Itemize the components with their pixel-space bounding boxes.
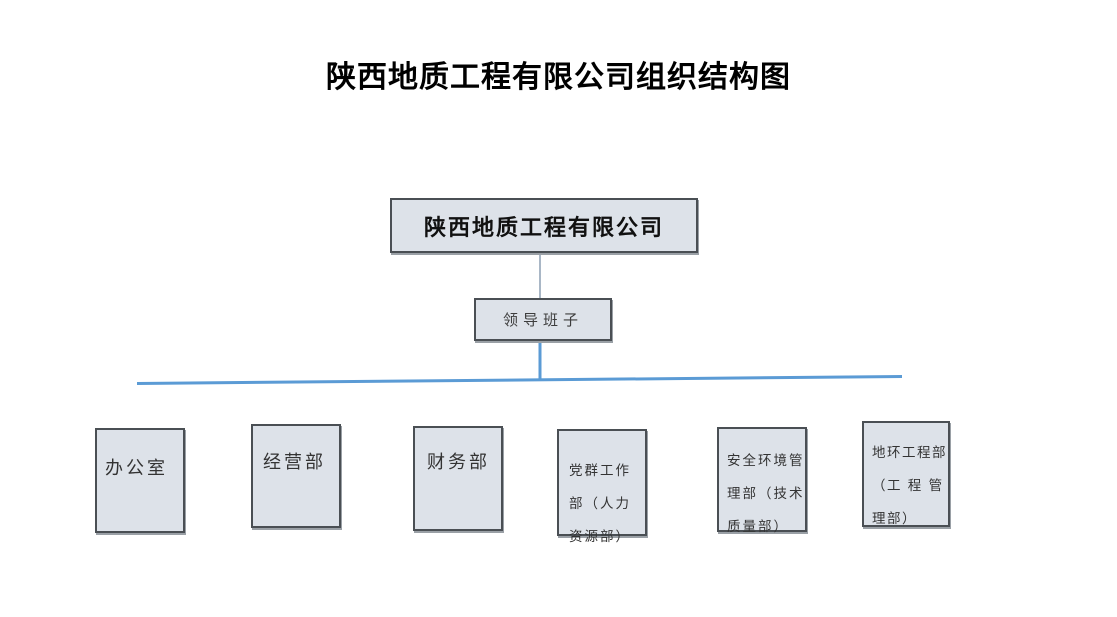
bus-line (136, 375, 903, 385)
dept-label-line: 理部（技术 (727, 486, 805, 502)
dept-label-line: 经营部 (263, 452, 326, 473)
dept-label-line: （工 程 管 (872, 478, 944, 494)
dept-node-office: 办公室 (95, 428, 185, 533)
dept-label-line: 安全环境管 (727, 453, 805, 469)
dept-label-line: 资源部） (569, 529, 631, 545)
dept-label-line: 质量部） (727, 519, 789, 535)
root-node-company: 陕西地质工程有限公司 (390, 198, 698, 253)
dept-node-operations: 经营部 (251, 424, 341, 528)
root-node-label: 陕西地质工程有限公司 (423, 214, 664, 241)
dept-node-finance: 财务部 (413, 426, 503, 531)
dept-label-line: 党群工作 (569, 463, 631, 479)
dept-node-party-hr: 党群工作 部（人力 资源部） (557, 429, 647, 545)
dept-label-line: 办公室 (105, 458, 168, 479)
dept-node-geo-engineering: 地环工程部 （工 程 管 理部） (862, 421, 950, 527)
diagram-title: 陕西地质工程有限公司组织结构图 (326, 60, 791, 95)
leadership-node-label: 领导班子 (502, 311, 583, 329)
dept-label-line: 部（人力 (569, 496, 631, 512)
dept-label-line: 财务部 (427, 452, 490, 473)
leadership-node: 领导班子 (474, 298, 612, 341)
dept-node-safety-quality: 安全环境管 理部（技术 质量部） (717, 427, 807, 535)
dept-label-line: 地环工程部 (872, 445, 947, 461)
dept-label-line: 理部） (872, 511, 917, 527)
